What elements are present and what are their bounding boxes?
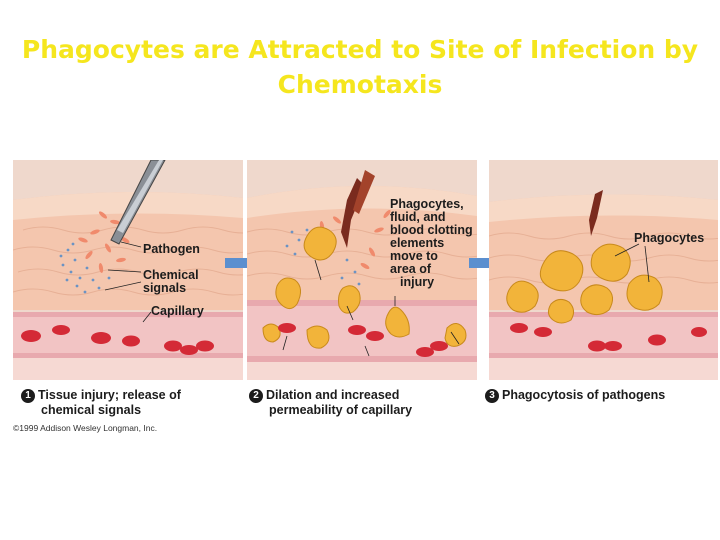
panel-1-illustration bbox=[13, 160, 243, 380]
title-line-1: Phagocytes are Attracted to Site of Infe… bbox=[21, 35, 699, 64]
capillary-label: Capillary bbox=[151, 304, 204, 318]
panel-2-label-line-3: blood clotting bbox=[390, 223, 473, 237]
page-title: Phagocytes are Attracted to Site of Infe… bbox=[0, 32, 720, 102]
panel-2-label-line-1: Phagocytes, bbox=[390, 197, 464, 211]
title-line-2: Chemotaxis bbox=[277, 70, 443, 99]
panel-2-label-line-6: area of bbox=[390, 262, 431, 276]
step-3-caption-line-1: Phagocytosis of pathogens bbox=[502, 388, 666, 402]
step-3-number-badge: 3 bbox=[485, 389, 499, 403]
panel-3-illustration bbox=[489, 160, 718, 380]
phagocytes-label: Phagocytes bbox=[634, 231, 705, 245]
panel-phagocytosis: Phagocytes bbox=[489, 160, 718, 380]
panel-2-label-line-5: move to bbox=[390, 249, 438, 263]
step-1-caption-line-2: chemical signals bbox=[41, 403, 142, 417]
chemical-signals-label-2: signals bbox=[143, 281, 187, 295]
step-1-caption-line-1: Tissue injury; release of bbox=[38, 388, 181, 402]
copyright-notice: ©1999 Addison Wesley Longman, Inc. bbox=[13, 423, 158, 433]
panel-2-label-line-2: fluid, and bbox=[390, 210, 446, 224]
step-2-number-badge: 2 bbox=[249, 389, 263, 403]
panel-dilation: Phagocytes, fluid, and blood clotting el… bbox=[247, 160, 477, 380]
panel-2-illustration bbox=[247, 160, 477, 380]
panel-tissue-injury: Pathogen Chemical signals Capillary bbox=[13, 160, 243, 380]
chemical-signals-label-1: Chemical bbox=[143, 268, 199, 282]
step-2-caption-line-1: Dilation and increased bbox=[266, 388, 400, 402]
panel-2-label-line-4: elements bbox=[390, 236, 445, 250]
step-1-number-badge: 1 bbox=[21, 389, 35, 403]
chemotaxis-figure: Pathogen Chemical signals Capillary bbox=[13, 160, 718, 435]
pathogen-label: Pathogen bbox=[143, 242, 200, 256]
panel-2-label-line-7: injury bbox=[400, 275, 435, 289]
step-2-caption-line-2: permeability of capillary bbox=[269, 403, 413, 417]
